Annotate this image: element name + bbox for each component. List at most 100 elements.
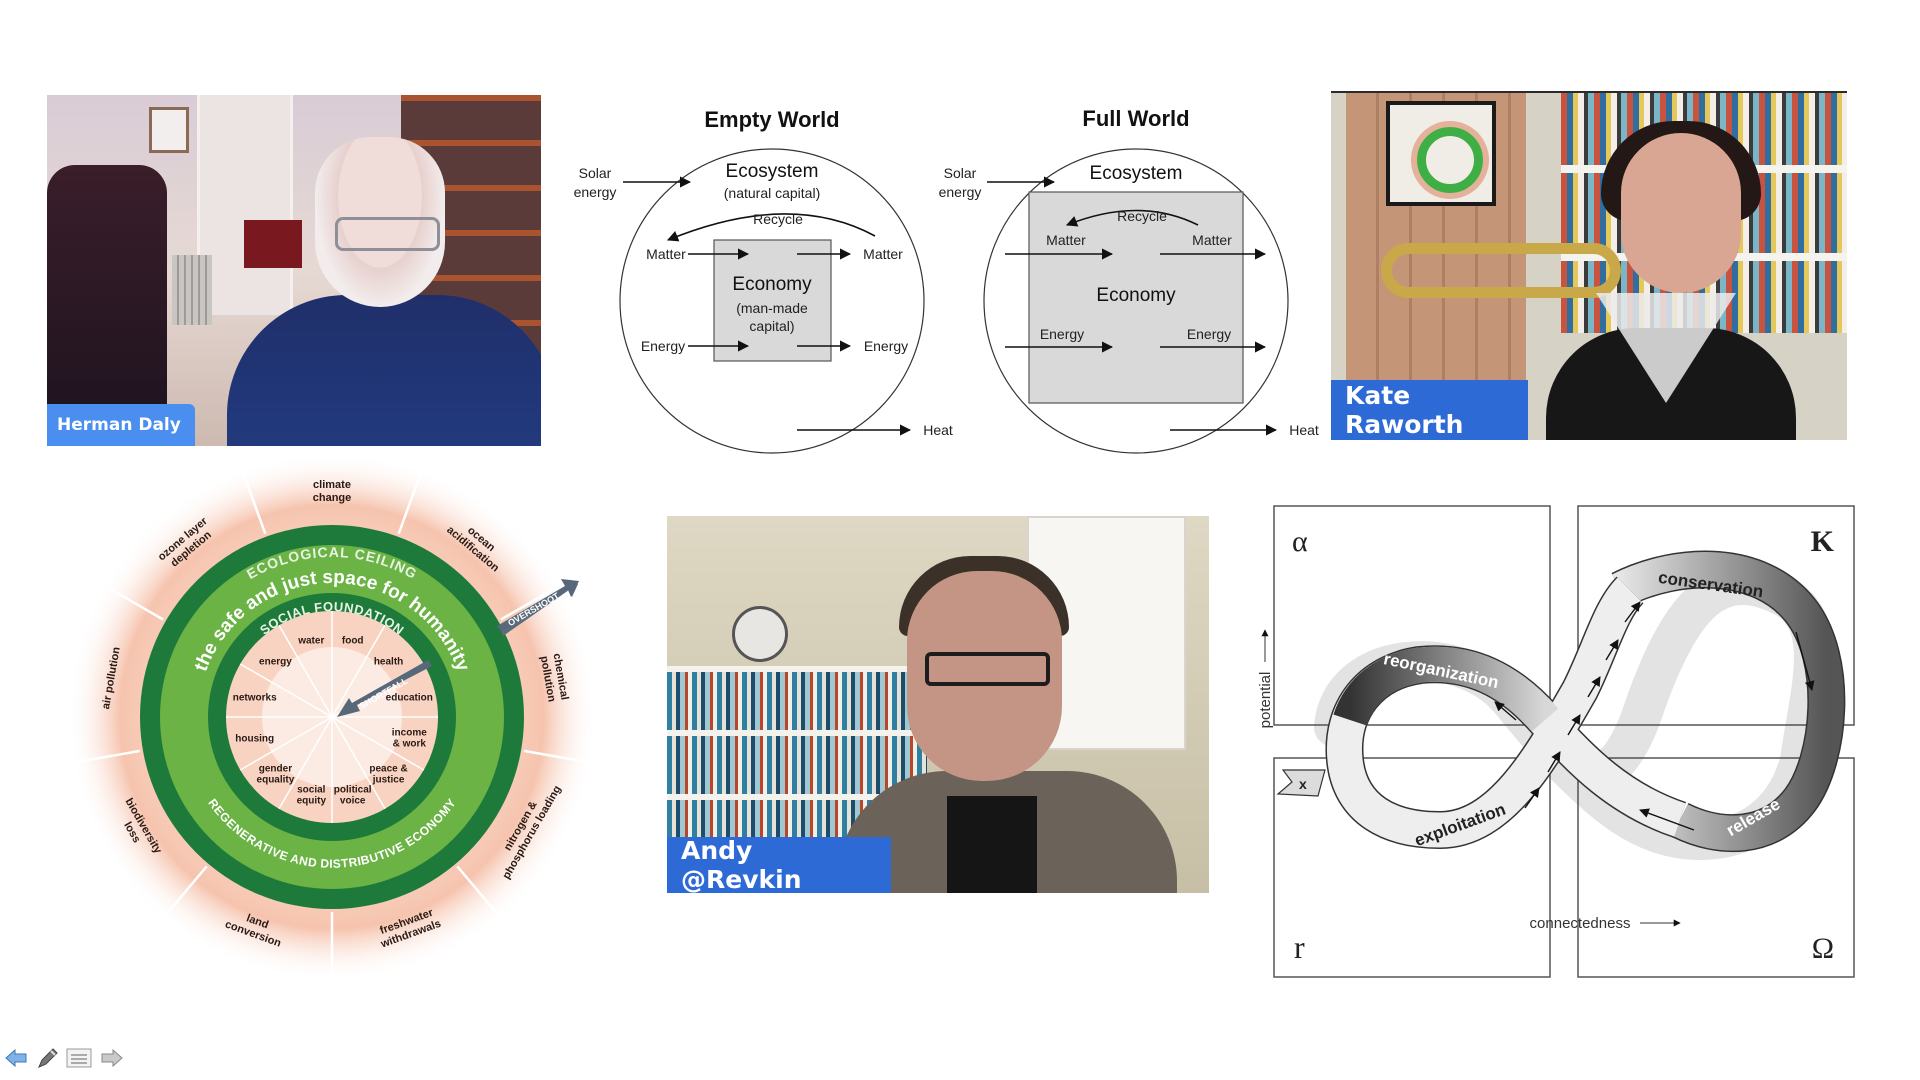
foundation-divider — [239, 663, 333, 718]
ceiling-divider — [162, 865, 208, 919]
heat-label: Heat — [1289, 422, 1319, 438]
ecosystem-label: Ecosystem — [1090, 163, 1183, 184]
economy-sublabel: (man-made — [736, 300, 808, 316]
x-escape-arrow — [1276, 769, 1326, 797]
participant-video — [335, 217, 440, 251]
next-slide-button[interactable] — [100, 1046, 124, 1070]
energy-label: Energy — [641, 338, 685, 354]
foundation-divider — [239, 716, 333, 771]
ceiling-divider — [500, 584, 560, 621]
participant-video — [227, 295, 541, 446]
k-label: K — [1811, 525, 1835, 558]
x-label: x — [1299, 776, 1307, 792]
foundation-item-label: peace &justice — [369, 764, 407, 786]
slide-menu-button[interactable] — [66, 1046, 92, 1070]
ceiling-divider — [241, 470, 267, 535]
previous-slide-button[interactable] — [4, 1046, 28, 1070]
economy-sublabel: capital) — [749, 318, 794, 334]
economy-box — [1028, 191, 1244, 404]
menu-icon — [66, 1048, 92, 1068]
participant-video — [1381, 243, 1621, 298]
ceiling-divider — [523, 749, 591, 764]
solar-energy-label: energy — [939, 184, 982, 200]
solar-energy-label: energy — [574, 184, 617, 200]
foundation-item-label: health — [374, 656, 403, 667]
participant-video — [907, 571, 1062, 781]
video-background — [732, 606, 788, 662]
r-label: r — [1294, 929, 1305, 965]
recycle-arrow — [1065, 209, 1199, 227]
participant-name-label: Kate Raworth — [1331, 380, 1528, 440]
video-tile-andy-revkin[interactable]: Andy @Revkin — [667, 516, 1209, 893]
foundation-divider — [278, 624, 333, 718]
empty-world-diagram: Empty World Solar energy Ecosystem (natu… — [574, 107, 953, 454]
foundation-item-label: education — [386, 692, 433, 703]
video-background — [244, 220, 302, 268]
video-background — [47, 165, 167, 415]
participant-name-label: Andy @Revkin — [667, 836, 891, 893]
empty-world-title: Empty World — [704, 107, 839, 132]
foundation-dividers — [226, 611, 438, 823]
pen-tool-button[interactable] — [36, 1046, 60, 1070]
solar-energy-label: Solar — [944, 165, 977, 181]
foundation-item-label: housing — [235, 734, 274, 745]
connectedness-axis-label: connectedness — [1530, 915, 1631, 932]
ceiling-divider — [456, 865, 502, 919]
participant-video — [1621, 133, 1741, 293]
foundation-item-label: networks — [233, 692, 277, 703]
foundation-item-label: water — [297, 636, 324, 647]
ceiling-dividers — [73, 470, 591, 979]
foundation-labels: food health education income& work peace &ju… — [233, 636, 433, 807]
adaptive-cycle-diagram: α K r Ω x reorganization conservation ex… — [1257, 505, 1855, 978]
economy-label: Economy — [732, 274, 812, 295]
foundation-item-label: energy — [259, 656, 292, 667]
arrow-right-icon — [101, 1048, 123, 1068]
energy-label: Energy — [864, 338, 908, 354]
recycle-label: Recycle — [753, 211, 803, 227]
ecosystem-circle — [619, 148, 925, 454]
pen-icon — [38, 1048, 58, 1068]
recycle-label: Recycle — [1117, 208, 1167, 224]
doughnut-economics-diagram: ECOLOGICAL CEILING the safe and just spa… — [67, 452, 597, 982]
full-world-diagram: Full World Solar energy Ecosystem Recycl… — [939, 106, 1319, 454]
video-tile-herman-daly[interactable]: Herman Daly — [47, 95, 541, 446]
economy-box — [713, 239, 832, 362]
video-background — [1386, 101, 1496, 206]
video-background — [197, 95, 293, 315]
video-background — [172, 255, 212, 325]
video-tile-kate-raworth[interactable]: Kate Raworth — [1331, 91, 1847, 440]
participant-video — [925, 652, 1050, 686]
video-background — [149, 107, 189, 153]
energy-label: Energy — [1187, 326, 1231, 342]
arrow-left-icon — [5, 1048, 27, 1068]
ecosystem-label: Ecosystem — [726, 161, 819, 182]
energy-label: Energy — [1040, 326, 1084, 342]
participant-video — [1596, 293, 1736, 403]
matter-label: Matter — [646, 246, 686, 262]
participant-video — [947, 796, 1037, 893]
foundation-divider — [331, 716, 425, 771]
ceiling-divider — [397, 470, 423, 535]
foundation-item-label: income& work — [392, 728, 427, 750]
solar-energy-label: Solar — [579, 165, 612, 181]
economy-label: Economy — [1096, 285, 1176, 306]
foundation-item-label: food — [342, 636, 364, 647]
omega-label: Ω — [1812, 932, 1834, 965]
heat-label: Heat — [923, 422, 953, 438]
matter-label: Matter — [1046, 232, 1086, 248]
matter-label: Matter — [1192, 232, 1232, 248]
participant-name-label: Herman Daly — [47, 404, 195, 446]
full-world-title: Full World — [1082, 106, 1189, 131]
ceiling-divider — [104, 584, 164, 621]
ecosystem-circle — [983, 148, 1289, 454]
potential-axis-label: potential — [1257, 672, 1274, 729]
recycle-arrow — [666, 213, 876, 242]
matter-label: Matter — [863, 246, 903, 262]
foundation-divider — [278, 716, 333, 810]
ceiling-divider — [73, 749, 141, 764]
